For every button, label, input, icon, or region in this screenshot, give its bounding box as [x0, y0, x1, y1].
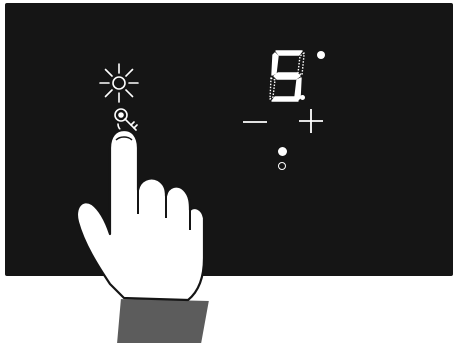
plus-button[interactable] — [296, 106, 326, 136]
status-indicator-off — [278, 162, 286, 170]
pointing-hand-icon — [70, 118, 210, 344]
status-indicator-on — [278, 147, 287, 156]
display-decimal-dot — [300, 95, 305, 100]
sun-icon[interactable] — [98, 62, 140, 104]
minus-button[interactable] — [240, 108, 270, 136]
indicator-dot-top — [317, 51, 325, 59]
